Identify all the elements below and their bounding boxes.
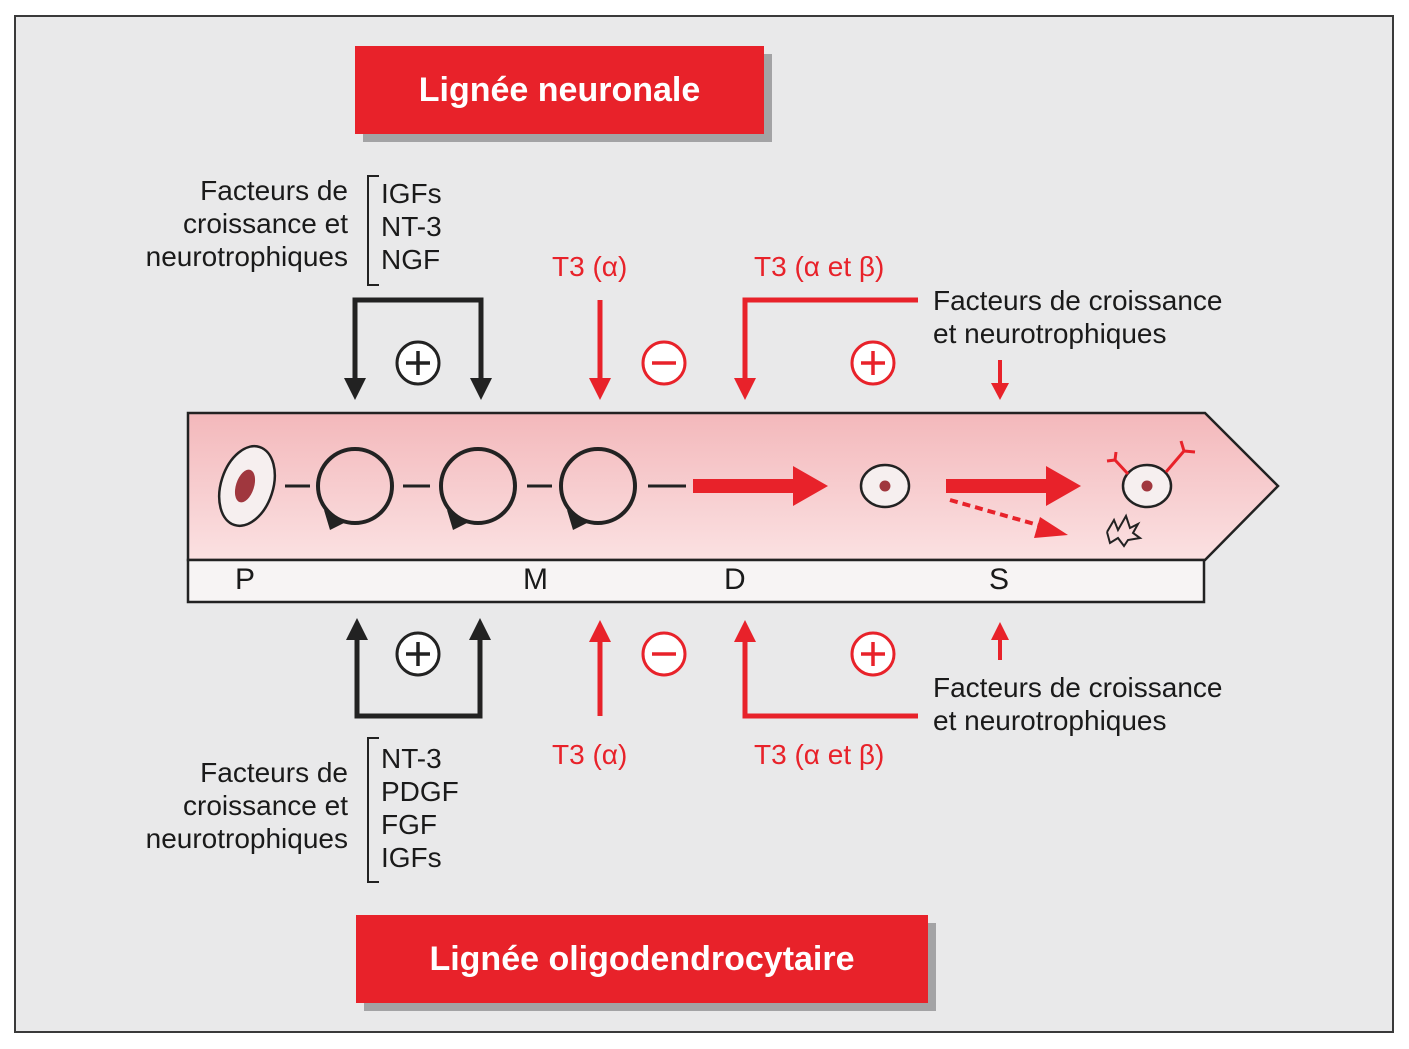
label-line: neurotrophiques xyxy=(145,823,348,854)
title-neuronal-lineage: Lignée neuronale xyxy=(355,46,764,134)
progenitor-cell-icon xyxy=(217,444,277,528)
label-line: Facteurs de croissance xyxy=(933,285,1223,316)
plus-sign-icon xyxy=(395,340,441,386)
t3-alpha-beta-bottom-arrow xyxy=(742,640,918,719)
t3-alpha-top-label: T3 (α) xyxy=(552,251,628,282)
arrowhead-up-icon xyxy=(991,622,1009,640)
factor-item: IGFs xyxy=(381,842,442,873)
plus-sign-icon xyxy=(395,631,441,677)
arrowhead-up-icon xyxy=(346,618,368,640)
top-right-factors-label: Facteurs de croissance et neurotrophique… xyxy=(933,284,1222,350)
arrowhead-up-icon xyxy=(734,620,756,642)
t3-alpha-beta-bottom-label: T3 (α et β) xyxy=(754,739,885,770)
stage-label-p: P xyxy=(235,563,256,596)
label-line: neurotrophiques xyxy=(145,241,348,272)
differentiation-arrow-icon xyxy=(693,466,828,506)
stage-label-s: S xyxy=(989,563,1010,596)
label-line: croissance et xyxy=(183,790,348,821)
bracket xyxy=(367,737,379,883)
arrowhead-down-icon xyxy=(991,383,1009,400)
t3-alpha-beta-top-label: T3 (α et β) xyxy=(754,251,885,282)
survival-arrow-icon xyxy=(946,466,1081,506)
label-line: croissance et xyxy=(183,208,348,239)
label-line: Facteurs de croissance xyxy=(933,672,1223,703)
minus-sign-icon xyxy=(641,340,687,386)
factor-item: PDGF xyxy=(381,776,459,807)
arrowhead-up-icon xyxy=(469,618,491,640)
arrowhead-up-icon xyxy=(589,620,611,642)
bottom-left-factor-list: NT-3 PDGF FGF IGFs xyxy=(381,742,459,874)
factor-item: NT-3 xyxy=(381,743,442,774)
stage-strip xyxy=(186,558,1206,604)
death-dashed-arrow-icon xyxy=(949,498,1068,538)
bottom-right-factors-label: Facteurs de croissance et neurotrophique… xyxy=(933,671,1222,737)
stage-label-d: D xyxy=(724,563,746,596)
plus-sign-icon xyxy=(850,340,896,386)
bracket xyxy=(367,175,379,286)
mature-cell-icon xyxy=(1106,440,1196,509)
top-left-factors-label: Facteurs de croissance et neurotrophique… xyxy=(80,174,348,273)
feedback-arrow-top-black xyxy=(352,297,484,378)
factor-item: IGFs xyxy=(381,178,442,209)
arrowhead-down-icon xyxy=(344,378,366,400)
label-line: Facteurs de xyxy=(200,175,348,206)
title-oligodendrocyte-lineage: Lignée oligodendrocytaire xyxy=(356,915,928,1003)
cycle-arrow-icon xyxy=(439,447,517,530)
cycle-arrow-icon xyxy=(559,447,637,530)
t3-alpha-bottom-label: T3 (α) xyxy=(552,739,628,770)
factor-item: NT-3 xyxy=(381,211,442,242)
label-line: Facteurs de xyxy=(200,757,348,788)
stage-label-m: M xyxy=(523,563,548,596)
arrowhead-down-icon xyxy=(470,378,492,400)
label-line: et neurotrophiques xyxy=(933,705,1167,736)
dying-cell-icon xyxy=(1106,513,1143,548)
plus-sign-icon xyxy=(850,631,896,677)
t3-alpha-beta-top-arrow xyxy=(742,297,918,380)
factor-item: FGF xyxy=(381,809,437,840)
cycle-arrow-icon xyxy=(316,447,394,530)
factor-item: NGF xyxy=(381,244,441,275)
differentiating-cell-icon xyxy=(859,463,911,509)
minus-sign-icon xyxy=(641,631,687,677)
label-line: et neurotrophiques xyxy=(933,318,1167,349)
bottom-left-factors-label: Facteurs de croissance et neurotrophique… xyxy=(80,756,348,855)
arrowhead-down-icon xyxy=(589,378,611,400)
feedback-arrow-bottom-black xyxy=(354,640,483,719)
arrowhead-down-icon xyxy=(734,378,756,400)
top-left-factor-list: IGFs NT-3 NGF xyxy=(381,177,442,276)
